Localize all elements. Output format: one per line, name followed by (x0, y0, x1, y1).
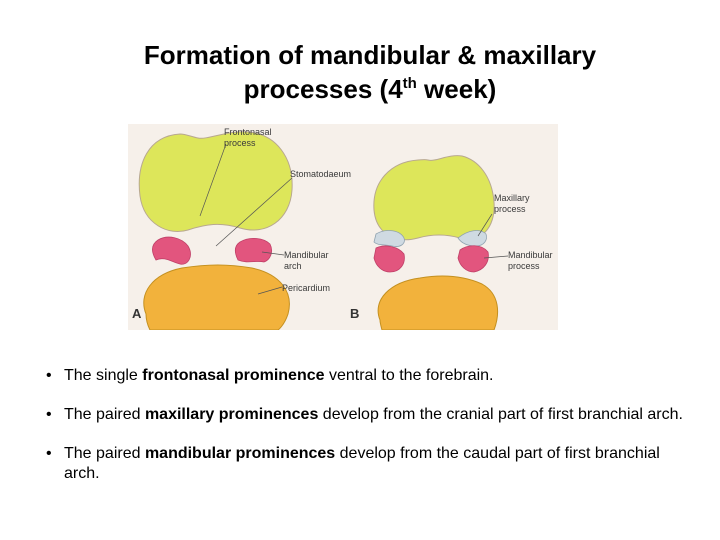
bullet-text-post: ventral to the forebrain. (324, 367, 494, 384)
leader-stomatodaeum (215, 177, 293, 247)
mandibular-arch-right-a (234, 238, 272, 263)
label-maxillary-2: process (494, 204, 526, 214)
pericardium-b (377, 275, 499, 330)
label-mandibular-process-1: Mandibular (508, 250, 553, 260)
title-line-1: Formation of mandibular & maxillary (143, 40, 597, 70)
bullet-dot-icon: • (46, 445, 52, 462)
bullet-item-maxillary: • The paired maxillary prominences devel… (44, 405, 684, 425)
leader-pericardium (257, 286, 283, 295)
label-mandibular-process-2: process (508, 261, 540, 271)
bullet-text-bold: maxillary prominences (144, 406, 319, 423)
embryo-diagram: Frontonasal process Stomatodaeum Mandibu… (128, 124, 558, 330)
leader-mandibular-process (483, 255, 509, 259)
bullet-item-frontonasal: • The single frontonasal prominence vent… (44, 366, 684, 386)
bullet-text-post: develop from the cranial part of first b… (318, 406, 683, 423)
pericardium-a (143, 264, 290, 330)
maxillary-process-left (373, 230, 405, 247)
leader-maxillary (477, 213, 493, 237)
mandibular-process-left (373, 245, 405, 273)
title-line-2-suffix: week) (416, 74, 497, 104)
bullet-dot-icon: • (46, 406, 52, 423)
label-frontonasal-1: Frontonasal (224, 127, 272, 137)
bullet-list: • The single frontonasal prominence vent… (44, 366, 684, 503)
bullet-text-pre: The paired (64, 406, 145, 423)
leader-frontonasal (199, 143, 227, 217)
bullet-text-bold: frontonasal prominence (142, 367, 325, 384)
panel-label-b: B (350, 306, 359, 321)
title-line-2: processes (4th week) (0, 72, 720, 106)
bullet-text-bold: mandibular prominences (144, 445, 336, 462)
frontonasal-process-b (373, 155, 495, 241)
embryo-diagram-svg: Frontonasal process Stomatodaeum Mandibu… (128, 124, 558, 330)
panel-label-a: A (132, 306, 142, 321)
bullet-text-pre: The single (64, 367, 143, 384)
mandibular-process-right (457, 245, 489, 273)
label-pericardium: Pericardium (282, 283, 330, 293)
slide-title: Formation of mandibular & maxillary proc… (0, 38, 720, 106)
leader-mandibular-arch (261, 251, 285, 256)
bullet-dot-icon: • (46, 367, 52, 384)
label-mandibular-arch-2: arch (284, 261, 302, 271)
title-superscript: th (402, 75, 417, 92)
title-line-2-prefix: processes (4 (243, 74, 403, 104)
bullet-text-pre: The paired (64, 445, 145, 462)
label-mandibular-arch-1: Mandibular (284, 250, 329, 260)
label-frontonasal-2: process (224, 138, 256, 148)
mandibular-arch-left-a (152, 236, 191, 265)
bullet-text-post: develop from the caudal part of first br… (64, 445, 660, 482)
frontonasal-process-a (138, 131, 293, 232)
label-stomatodaeum: Stomatodaeum (290, 169, 351, 179)
label-maxillary-1: Maxillary (494, 193, 530, 203)
bullet-item-mandibular: • The paired mandibular prominences deve… (44, 444, 684, 484)
